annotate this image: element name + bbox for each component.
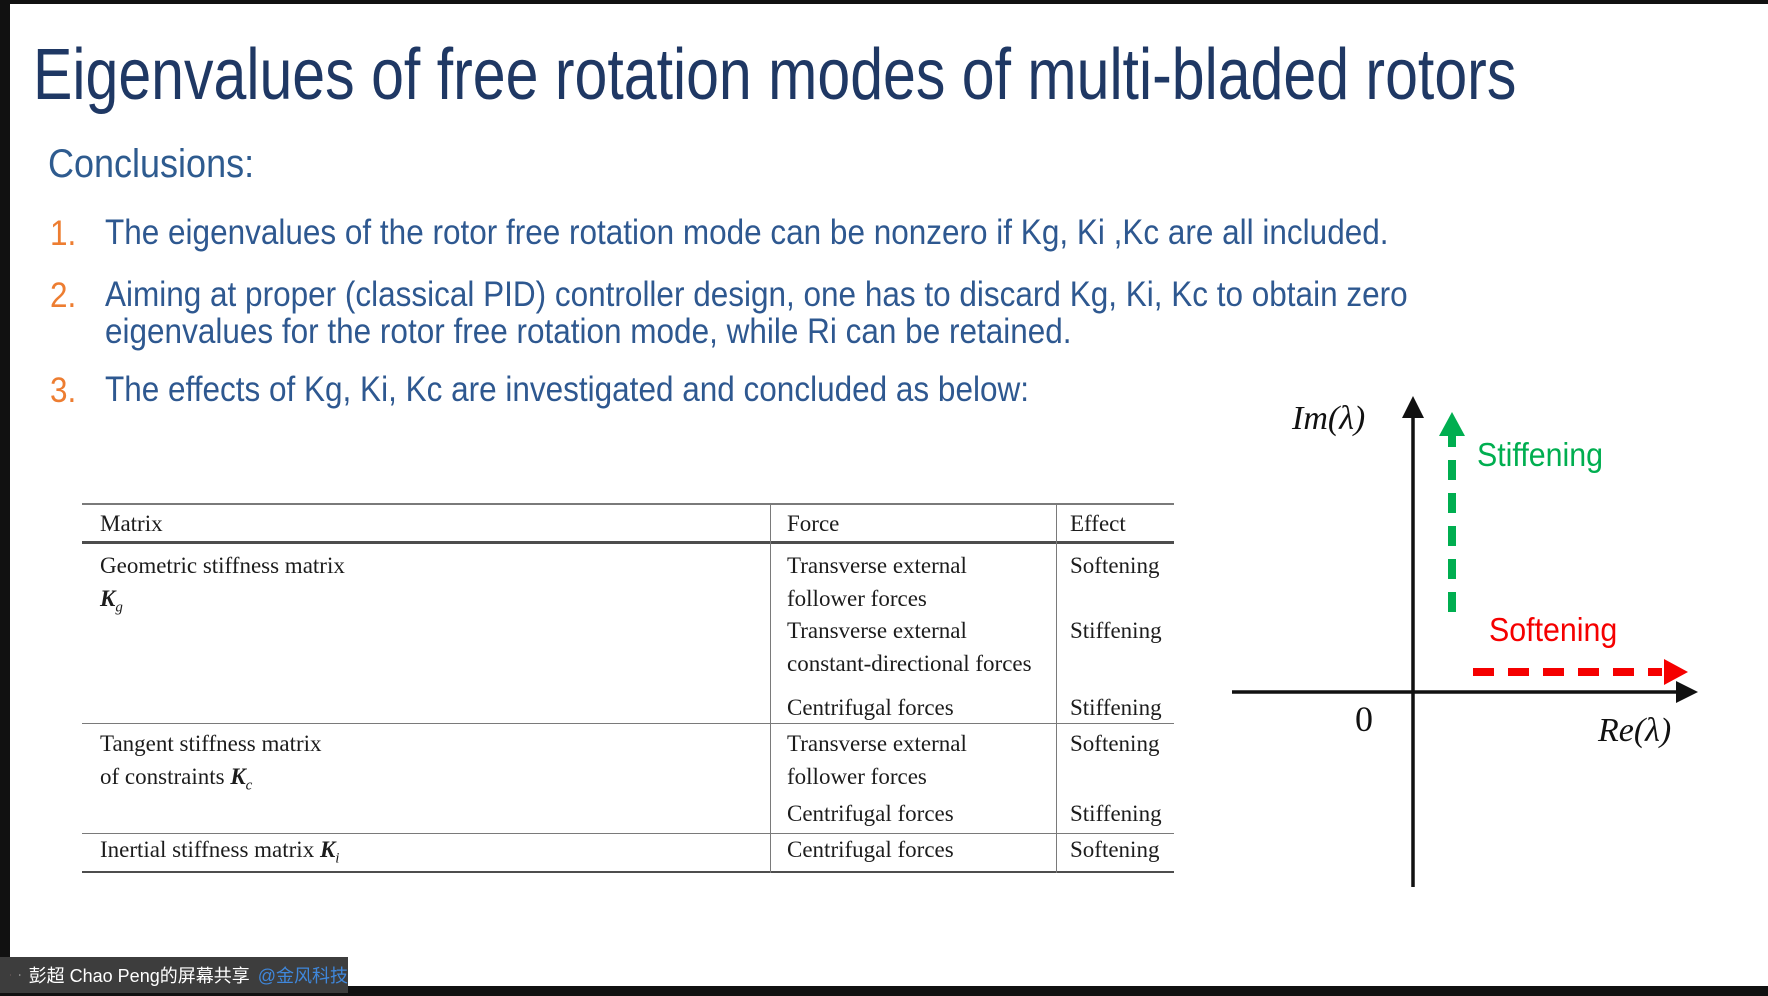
left-edge: [0, 0, 10, 996]
table-cell-force: Transverse external: [787, 553, 967, 578]
mention-link[interactable]: @金风科技: [257, 966, 348, 986]
table-cell-matrix: Geometric stiffness matrix: [100, 553, 345, 578]
table-cell-matrix: Inertial stiffness matrix Ki: [100, 837, 340, 867]
stiffening-label: Stiffening: [1477, 436, 1604, 473]
bottom-edge: [0, 986, 1768, 996]
stiffening-arrowhead: [1439, 412, 1465, 436]
table-cell-force: Transverse external: [787, 618, 967, 643]
list-number: 1.: [50, 214, 77, 253]
re-axis-arrowhead: [1676, 681, 1698, 703]
list-item-text: The eigenvalues of the rotor free rotati…: [105, 213, 1389, 252]
table-cell-effect: Softening: [1070, 837, 1160, 862]
table-cell-force: Transverse external: [787, 731, 967, 756]
list-item-text: eigenvalues for the rotor free rotation …: [105, 312, 1072, 351]
list-number: 2.: [50, 276, 77, 315]
table-cell-effect: Stiffening: [1070, 618, 1162, 643]
re-axis-label: Re(λ): [1598, 712, 1672, 749]
list-item-text: The effects of Kg, Ki, Kc are investigat…: [105, 370, 1029, 409]
sharer-name-text: 彭超 Chao Peng的屏幕共享: [28, 966, 250, 986]
table-rule: [82, 833, 1174, 834]
softening-arrowhead: [1664, 659, 1688, 685]
table-cell-force: constant-directional forces: [787, 651, 1032, 676]
table-cell-matrix: Kg: [100, 586, 123, 616]
top-edge: [0, 0, 1768, 4]
table-rule: [82, 723, 1174, 724]
list-item-text: Aiming at proper (classical PID) control…: [105, 275, 1408, 314]
table-header-effect: Effect: [1070, 511, 1126, 536]
table-header-matrix: Matrix: [100, 511, 163, 536]
conclusions-heading: Conclusions:: [48, 142, 255, 186]
screen-share-icon: [19, 974, 21, 976]
eigenvalue-plane-diagram: [1232, 396, 1698, 887]
mic-muted-icon: [10, 974, 12, 976]
im-axis-arrowhead: [1402, 396, 1424, 418]
table-cell-force: Centrifugal forces: [787, 837, 954, 862]
table-rule: [1056, 503, 1057, 873]
table-rule: [82, 871, 1174, 873]
table-rule: [770, 503, 771, 873]
origin-label: 0: [1355, 699, 1373, 739]
list-number: 3.: [50, 371, 77, 410]
table-cell-matrix: of constraints Kc: [100, 764, 253, 794]
table-rule: [82, 503, 1174, 505]
table-cell-effect: Softening: [1070, 553, 1160, 578]
table-cell-force: Centrifugal forces: [787, 801, 954, 826]
table-cell-force: Centrifugal forces: [787, 695, 954, 720]
softening-label: Softening: [1489, 611, 1618, 648]
table-cell-force: follower forces: [787, 586, 927, 611]
table-cell-force: follower forces: [787, 764, 927, 789]
table-header-force: Force: [787, 511, 840, 536]
table-cell-effect: Softening: [1070, 731, 1160, 756]
table-cell-effect: Stiffening: [1070, 695, 1162, 720]
table-rule: [82, 541, 1174, 544]
slide-title: Eigenvalues of free rotation modes of mu…: [33, 35, 1517, 115]
table-cell-effect: Stiffening: [1070, 801, 1162, 826]
screen-share-bar[interactable]: 彭超 Chao Peng的屏幕共享 @金风科技: [0, 957, 348, 993]
im-axis-label: Im(λ): [1292, 400, 1366, 437]
table-cell-matrix: Tangent stiffness matrix: [100, 731, 322, 756]
